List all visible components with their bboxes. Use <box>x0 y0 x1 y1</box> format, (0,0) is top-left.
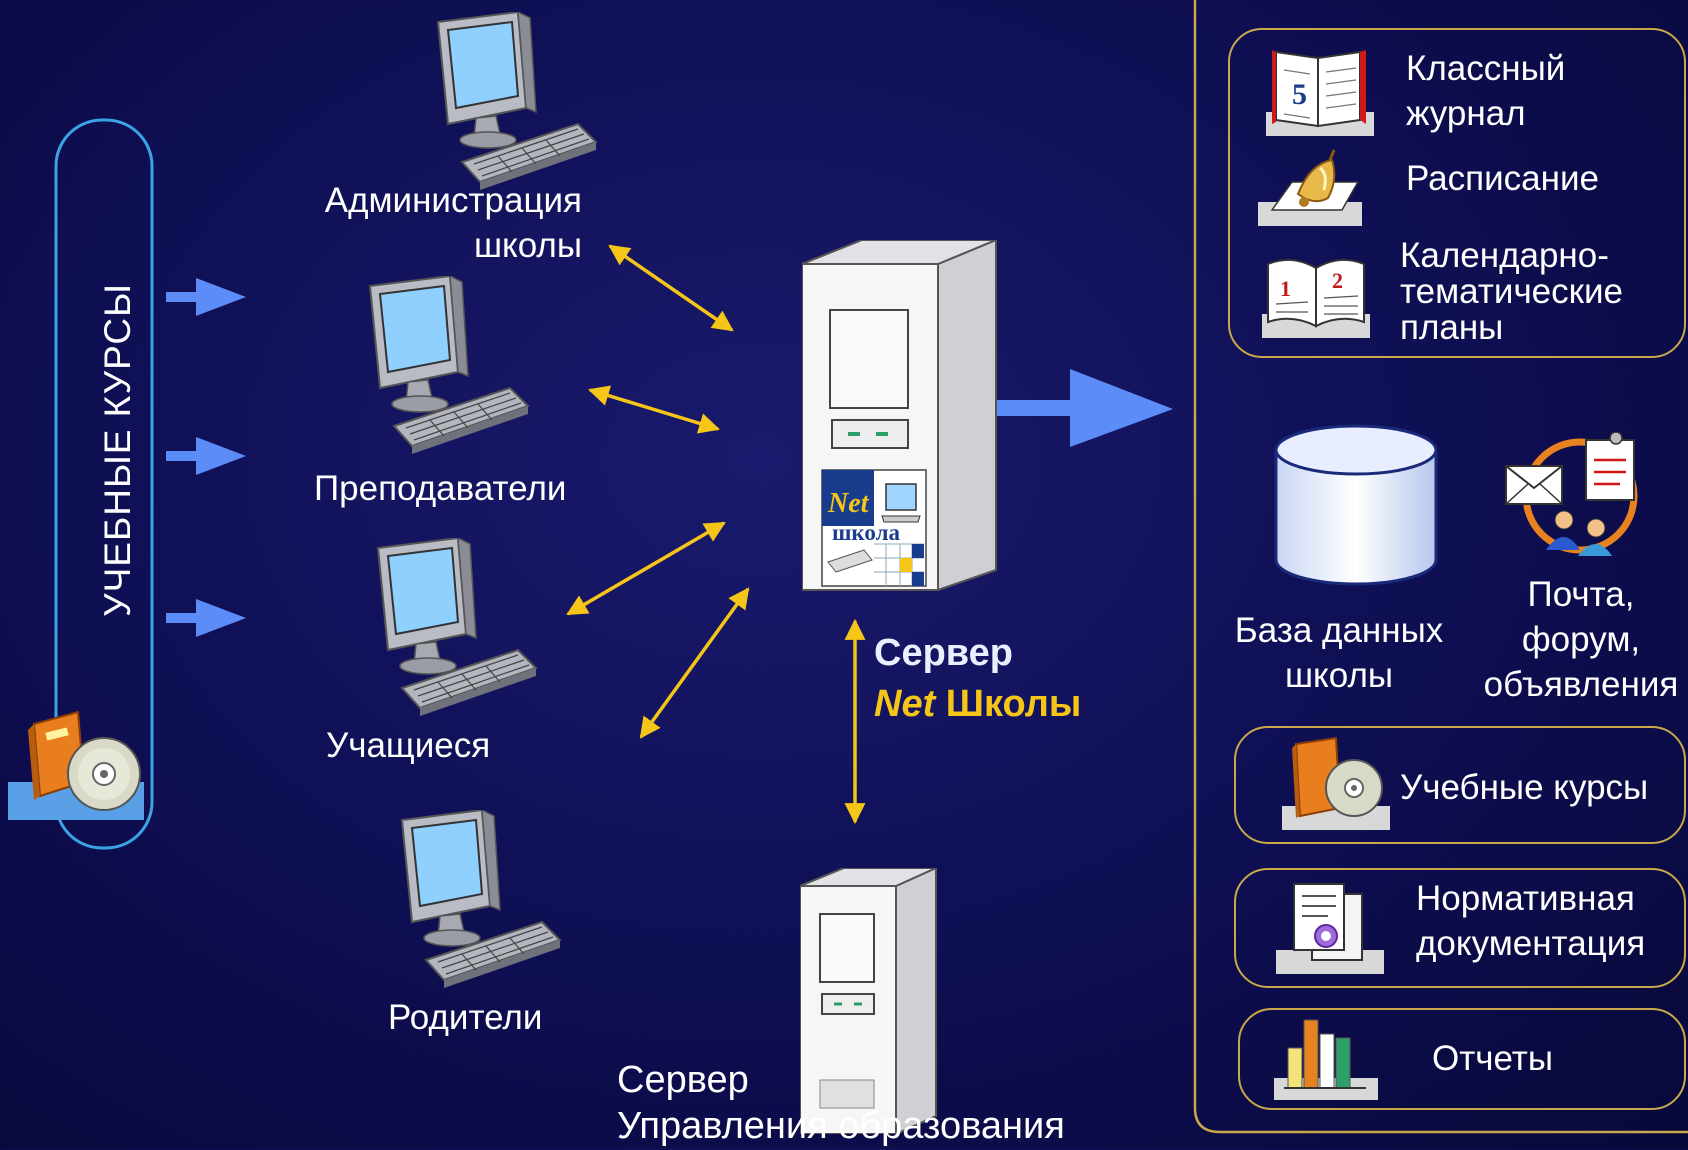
modules-group-box <box>1228 28 1686 358</box>
logo-net-text: Net <box>827 488 870 519</box>
course-arrow-2 <box>166 437 246 475</box>
computer-icon <box>401 810 561 989</box>
edu-server-title-line2: Управления образования <box>617 1105 1065 1147</box>
modules-panel-border <box>1193 0 1688 1134</box>
user-label-students: Учащиеся <box>326 726 491 765</box>
svg-text:2: 2 <box>1332 268 1343 293</box>
open-book-icon: 1 2 <box>1262 258 1370 338</box>
course-arrow-3 <box>166 599 246 637</box>
main-server-title-line1: Сервер <box>874 632 1013 674</box>
module-database-label: База данных школы <box>1234 611 1444 695</box>
module-mail-label: Почта, форум, объявления <box>1483 575 1679 704</box>
server-tower-icon <box>800 868 937 1134</box>
module-reports-label: Отчеты <box>1432 1039 1553 1078</box>
courses-bar-label: УЧЕБНЫЕ КУРСЫ <box>97 283 138 617</box>
document-icon <box>1276 883 1384 974</box>
yellow-arrows <box>566 244 866 825</box>
module-docs-label: Нормативная документация <box>1416 879 1646 963</box>
arrow-admin <box>608 244 734 332</box>
book-cd-icon <box>8 710 144 820</box>
class-journal-icon: 5 <box>1266 50 1374 136</box>
module-journal-label: Классный журнал <box>1406 49 1566 133</box>
main-server-title-line2: Net Школы <box>874 679 1081 730</box>
user-label-parents: Родители <box>388 998 543 1037</box>
main-server-title-school: Школы <box>945 683 1082 725</box>
module-courses-box[interactable] <box>1234 726 1686 844</box>
user-label-teachers: Преподаватели <box>314 469 567 508</box>
module-plans-label: Календарно- тематические планы <box>1400 236 1623 347</box>
arrow-teachers <box>587 385 721 434</box>
module-schedule-label: Расписание <box>1406 159 1599 198</box>
module-reports-box[interactable] <box>1238 1008 1686 1110</box>
svg-text:5: 5 <box>1292 78 1307 111</box>
computer-icon <box>369 276 529 455</box>
big-blue-arrow <box>967 369 1173 447</box>
module-docs-box[interactable] <box>1234 868 1686 988</box>
svg-text:1: 1 <box>1280 276 1291 301</box>
logo-school-text: школа <box>832 520 900 545</box>
mail-forum-icon <box>1505 432 1638 556</box>
computer-icon <box>377 538 537 717</box>
bell-icon <box>1258 149 1362 226</box>
course-arrow-1 <box>166 278 246 316</box>
database-cylinder-icon <box>1274 424 1438 586</box>
arrow-parents <box>639 587 750 739</box>
user-label-admin: Администрация школы <box>324 181 582 265</box>
server-tower-icon: Net школа <box>802 240 997 592</box>
main-server-title-net: Net <box>874 683 936 725</box>
edu-server-title-line1: Сервер <box>617 1059 749 1101</box>
courses-bar <box>54 118 154 850</box>
book-cd-icon <box>1282 736 1390 830</box>
arrow-students <box>566 521 726 616</box>
computer-icon <box>437 12 597 191</box>
bar-chart-icon <box>1274 1019 1378 1100</box>
module-courses-label: Учебные курсы <box>1400 768 1649 807</box>
course-arrows <box>166 278 246 637</box>
